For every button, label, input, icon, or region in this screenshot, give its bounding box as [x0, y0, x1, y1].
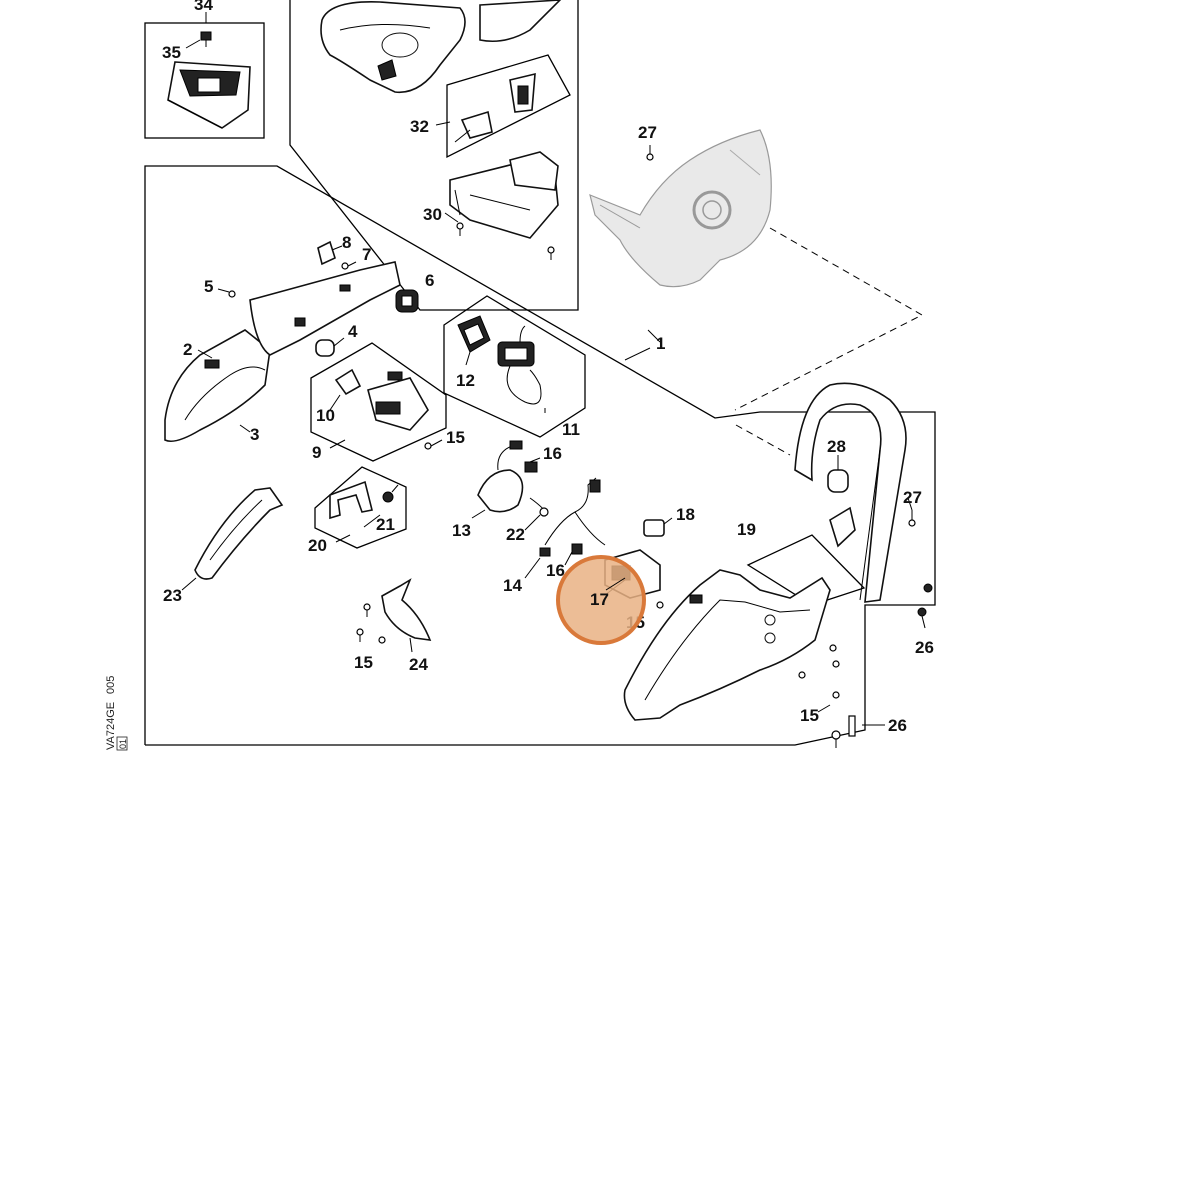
part-23-grip [194, 487, 284, 580]
label-6: 6 [425, 271, 434, 290]
label-30: 30 [423, 205, 442, 224]
label-1: 1 [656, 334, 665, 353]
label-16-upper: 16 [543, 444, 562, 463]
diagram-code-suffix: 005 [105, 676, 117, 694]
crankcase-part [589, 129, 772, 288]
label-34: 34 [194, 0, 213, 14]
label-20: 20 [308, 536, 327, 555]
label-11: 11 [562, 420, 580, 439]
inset-box-19 [746, 534, 866, 606]
label-5: 5 [204, 277, 213, 296]
screw-15a-icon [424, 439, 443, 450]
screw-35-icon [200, 31, 212, 47]
label-12: 12 [456, 371, 475, 390]
label-17: 17 [590, 590, 609, 609]
part-12-switch [457, 315, 491, 353]
cover-part-34 [167, 61, 251, 129]
part-10-trigger [334, 368, 403, 396]
screw-27b-icon [908, 510, 916, 527]
screw-26b-icon [831, 715, 856, 748]
label-13: 13 [452, 521, 471, 540]
screw-7-icon [341, 261, 357, 270]
label-3: 3 [250, 425, 259, 444]
part-6-buffer [395, 289, 419, 313]
label-16-lower: 16 [546, 561, 565, 580]
part-18-block [643, 519, 665, 537]
diagram-code-tag: 01 [118, 739, 128, 749]
part-32-bracket [454, 72, 536, 143]
diagram-code-text: VA724GE [105, 702, 117, 750]
part-22-spring [529, 497, 549, 517]
screw-5-icon [217, 288, 236, 298]
label-19: 19 [737, 520, 756, 539]
inset-box-top-housing [289, 0, 579, 311]
screw-15b-icon [356, 603, 386, 644]
rear-handle-part [623, 569, 831, 721]
part-14-wiring-harness [539, 477, 606, 557]
part-13-sensor-harness [477, 440, 524, 513]
part-labels: 34 35 32 30 27 8 7 5 6 2 4 1 3 10 9 12 1… [162, 0, 934, 735]
label-35: 35 [162, 43, 181, 62]
label-15-left: 15 [354, 653, 373, 672]
label-10: 10 [316, 406, 335, 425]
part-21-screw-icon [382, 484, 399, 503]
part-24-cover [381, 578, 432, 641]
label-18: 18 [676, 505, 695, 524]
top-housing-part [320, 0, 562, 94]
part-16b-connector [571, 543, 583, 555]
part-11-module [497, 325, 542, 405]
diagram-code: VA724GE 005 01 [105, 676, 128, 751]
label-26-right: 26 [915, 638, 934, 657]
part-28-buffer [827, 455, 849, 493]
label-15-bottom: 15 [800, 706, 819, 725]
part-30-airbox [449, 151, 559, 239]
label-7: 7 [362, 245, 371, 264]
label-28: 28 [827, 437, 846, 456]
inset-box-34 [144, 22, 265, 139]
label-22: 22 [506, 525, 525, 544]
part-4-buffer [315, 337, 345, 357]
part-16a-connector [524, 461, 538, 473]
label-27-right: 27 [903, 488, 922, 507]
inset-box-32 [446, 54, 571, 159]
label-21: 21 [376, 515, 395, 534]
inset-box-10-9 [310, 342, 447, 462]
label-26-bottom: 26 [888, 716, 907, 735]
part-20-bracket [329, 480, 373, 520]
label-14: 14 [503, 576, 522, 595]
screw-30b-icon [547, 246, 555, 260]
label-15-middle: 15 [446, 428, 465, 447]
label-32: 32 [410, 117, 429, 136]
label-23: 23 [163, 586, 182, 605]
label-24: 24 [409, 655, 428, 674]
part-9-trigger-assembly [367, 377, 429, 431]
highlight-marker[interactable]: 17 [556, 555, 646, 645]
dashed-leaders [734, 227, 924, 456]
part-8-grommet [317, 240, 343, 266]
label-2: 2 [183, 340, 192, 359]
part-3-handle-housing [164, 261, 401, 443]
label-4: 4 [348, 322, 358, 341]
label-27-top: 27 [638, 123, 657, 142]
main-frame [144, 165, 936, 746]
label-8: 8 [342, 233, 351, 252]
screw-30-icon [456, 222, 464, 236]
label-9: 9 [312, 443, 321, 462]
handle-bar-part [794, 382, 907, 603]
inset-box-20-21 [314, 466, 407, 549]
screw-27a-icon [646, 145, 654, 161]
leader-lines [181, 12, 926, 726]
